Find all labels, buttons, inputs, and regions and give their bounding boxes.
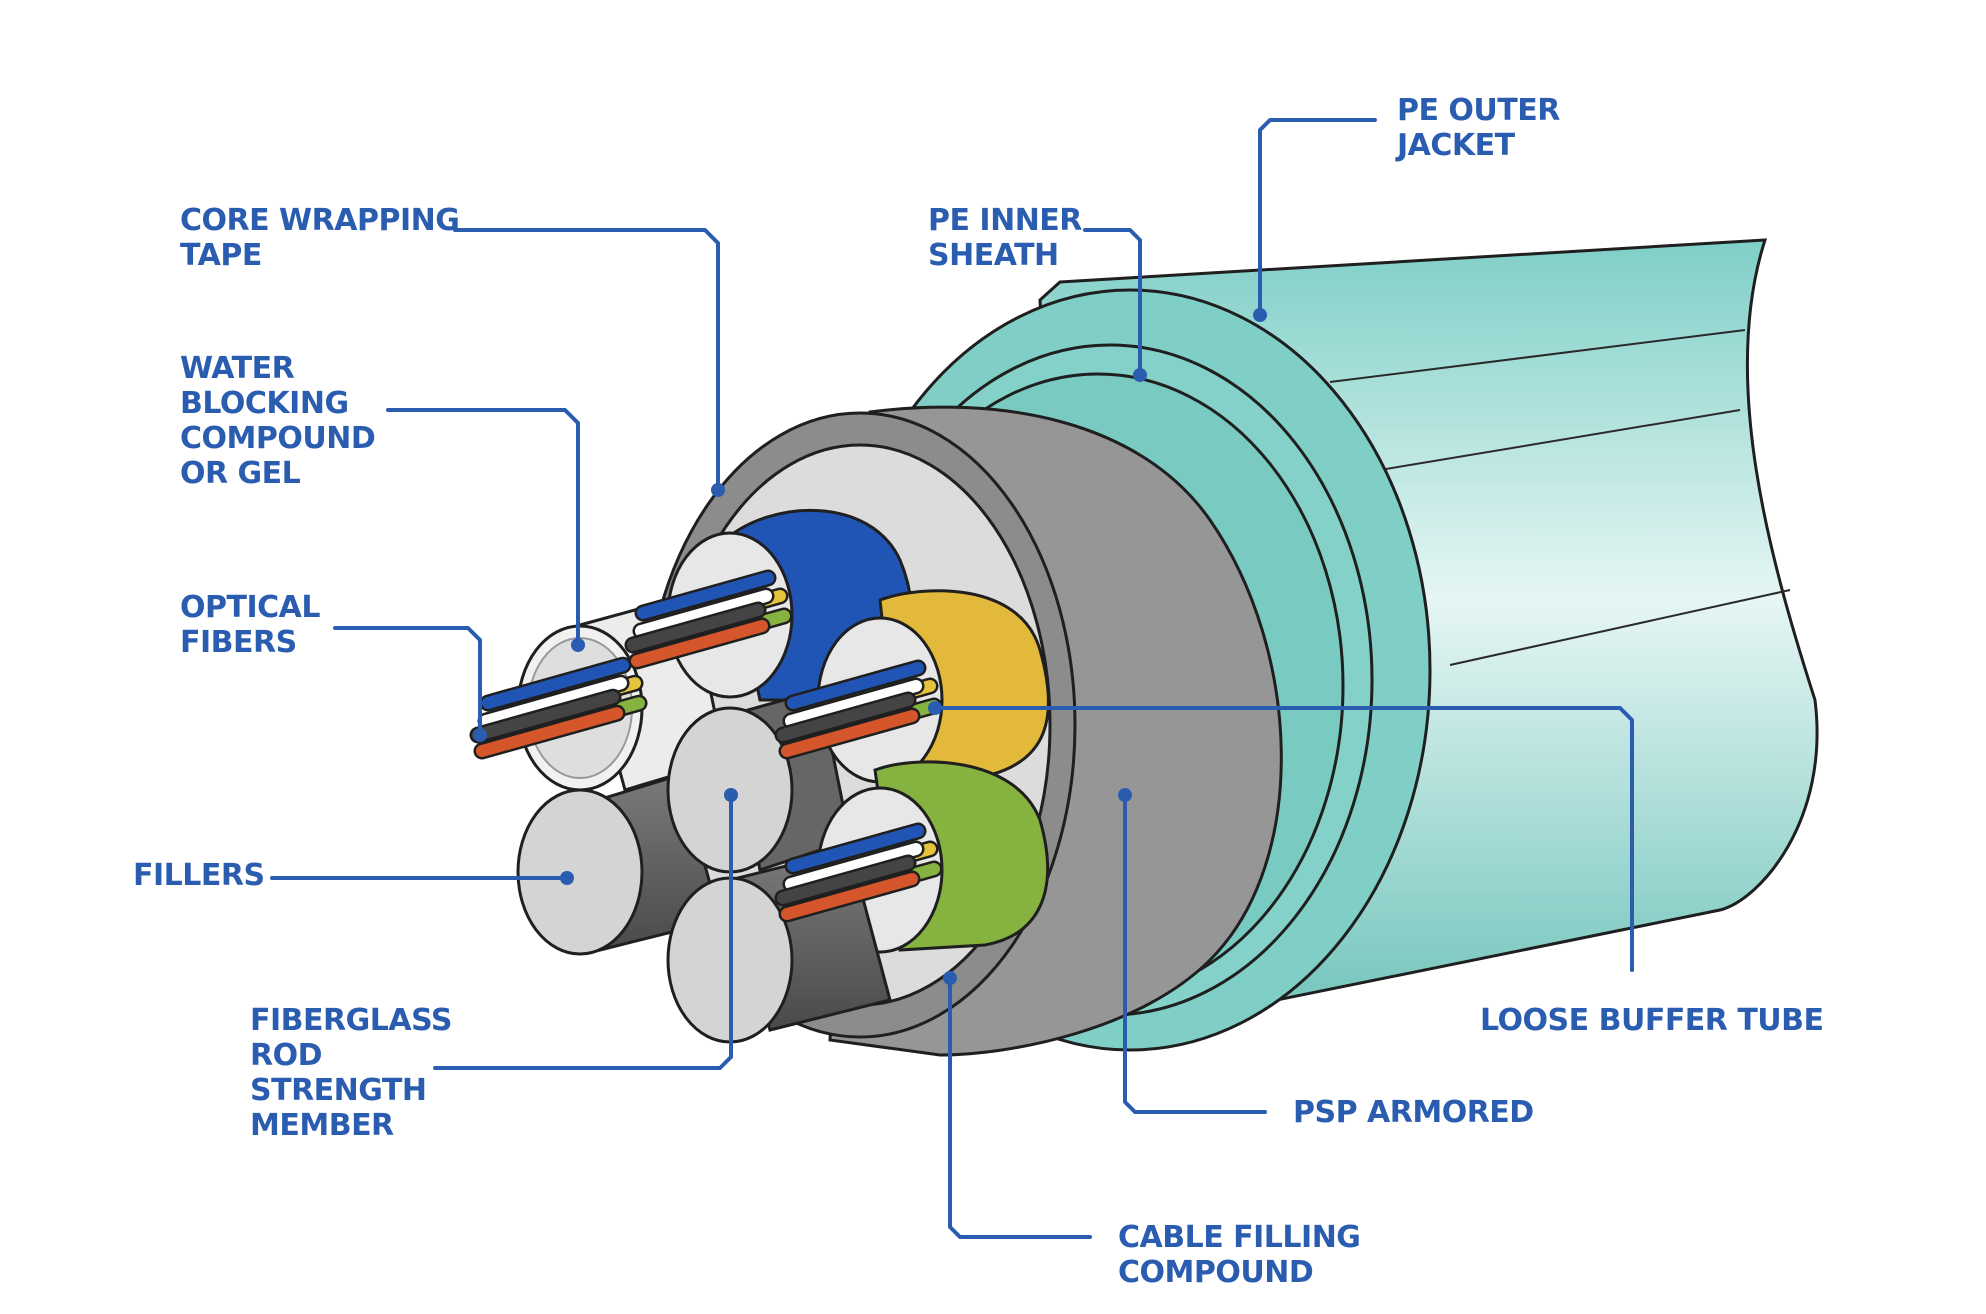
fiber-bundle [774,659,943,760]
label-core-wrapping-tape: CORE WRAPPING TAPE [180,203,469,273]
fiber-strand [777,694,914,741]
fiber-strand [787,825,924,872]
fiber-bundle [774,822,943,923]
label-fiberglass-rod: FIBERGLASS ROD STRENGTH MEMBER [250,1003,462,1143]
fiber-strand [480,677,627,727]
fiber-strand [781,710,918,757]
optical-fibers [469,569,943,923]
label-pe-inner-sheath: PE INNER SHEATH [928,203,1092,273]
label-cable-filling-compound: CABLE FILLING COMPOUND [1118,1220,1370,1290]
leader-lines [270,118,1634,1239]
fiber-strand [787,662,924,709]
label-water-blocking-compound: WATER BLOCKING COMPOUND OR GEL [180,351,385,491]
fiber-strand [472,691,619,741]
fiber-strand [781,873,918,920]
fiber-strand [476,707,623,757]
label-optical-fibers: OPTICAL FIBERS [180,590,330,660]
label-psp-armored: PSP ARMORED [1293,1095,1534,1130]
fiber-strand [482,659,629,709]
fiber-strand [777,857,914,904]
fiber-strand [631,620,768,667]
fiber-bundle [624,569,793,670]
fiber-strand [635,590,772,637]
fiber-strand [627,604,764,651]
fiber-strand [785,680,922,727]
fiber-strand [637,572,774,619]
label-pe-outer-jacket: PE OUTER JACKET [1395,93,1570,163]
fiber-strand [785,843,922,890]
fiber-bundle [469,656,648,760]
label-fillers: FILLERS [133,858,265,893]
label-loose-buffer-tube: LOOSE BUFFER TUBE [1480,1003,1824,1038]
